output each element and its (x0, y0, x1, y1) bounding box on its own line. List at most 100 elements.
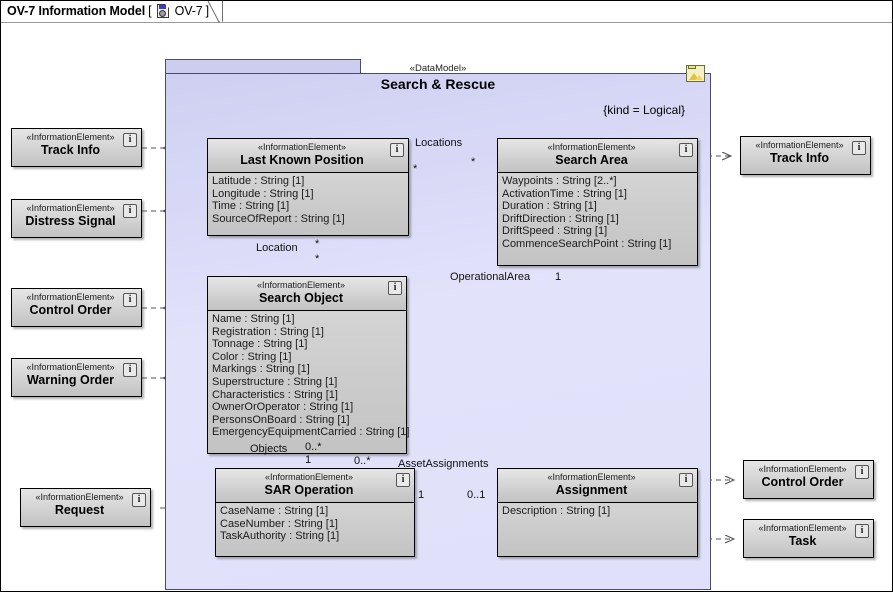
class-header: «InformationElement» Request i (21, 489, 150, 526)
class-stereotype: «InformationElement» (26, 292, 115, 302)
association-label-locations[interactable]: Locations (415, 137, 463, 149)
diagram-document-icon (156, 3, 172, 19)
class-last-known-position[interactable]: «InformationElement» Last Known Position… (207, 138, 409, 236)
class-stereotype: «InformationElement» (755, 140, 844, 150)
class-stereotype: «InformationElement» (758, 523, 847, 533)
class-stereotype: «InformationElement» (26, 132, 115, 142)
attribute: Waypoints : String [2..*] (502, 175, 617, 187)
external-track-info-left[interactable]: «InformationElement» Track Info i (11, 128, 142, 167)
info-icon[interactable]: i (123, 133, 137, 147)
class-stereotype: «InformationElement» (547, 142, 636, 152)
attribute: Time : String [1] (212, 200, 290, 213)
class-header: «InformationElement» Distress Signal i (12, 200, 141, 237)
package-stereotype: «DataModel» (409, 63, 467, 74)
attribute: Name : String [1] (212, 313, 295, 325)
association-label-location[interactable]: Location (256, 242, 298, 254)
attribute: TaskAuthority : String [1] (220, 530, 340, 543)
class-stereotype: «InformationElement» (26, 203, 115, 213)
class-name: Warning Order (26, 373, 115, 387)
external-control-order-left[interactable]: «InformationElement» Control Order i (11, 288, 142, 327)
external-warning-order[interactable]: «InformationElement» Warning Order i (11, 358, 142, 397)
info-icon[interactable]: i (679, 473, 693, 487)
multiplicity-operational-area: 1 (555, 271, 562, 283)
class-header: «InformationElement» Last Known Position… (208, 139, 408, 173)
info-icon[interactable]: i (679, 143, 693, 157)
multiplicity-locations-source: * (413, 163, 418, 175)
package-tagged-value: {kind = Logical} (603, 103, 685, 117)
class-search-area[interactable]: «InformationElement» Search Area i Waypo… (497, 138, 698, 266)
info-icon[interactable]: i (390, 143, 404, 157)
tab-title: OV-7 Information Model (7, 4, 146, 18)
class-name: Track Info (769, 151, 830, 165)
multiplicity-asset-assignments-source: 0..* (354, 455, 371, 467)
multiplicity-objects-target: 1 (305, 454, 312, 466)
class-header: «InformationElement» Control Order i (12, 289, 141, 326)
class-name: Assignment (555, 483, 628, 497)
association-label-objects[interactable]: Objects (250, 443, 288, 455)
external-request[interactable]: «InformationElement» Request i (20, 488, 151, 527)
multiplicity-locations-target: * (471, 156, 476, 168)
info-icon[interactable]: i (132, 493, 146, 507)
info-icon[interactable]: i (123, 204, 137, 218)
attribute: CommenceSearchPoint : String [1] (502, 237, 672, 250)
package-name: Search & Rescue (380, 76, 496, 92)
class-name: Search Area (555, 153, 628, 167)
attribute: DriftDirection : String [1] (502, 212, 619, 225)
class-stereotype: «InformationElement» (758, 464, 847, 474)
association-label-asset-assignments[interactable]: AssetAssignments (398, 458, 489, 470)
tab-ov7-information-model[interactable]: OV-7 Information Model [ OV-7 ] (1, 1, 224, 22)
attribute: ActivationTime : String [1] (502, 187, 627, 200)
attribute: Color : String [1] (212, 350, 292, 363)
info-icon[interactable]: i (388, 281, 402, 295)
class-header: «InformationElement» Search Object i (208, 277, 406, 311)
info-icon[interactable]: i (396, 473, 410, 487)
class-attributes: Waypoints : String [2..*] ActivationTime… (498, 173, 697, 265)
info-icon[interactable]: i (123, 363, 137, 377)
diagram-canvas[interactable]: «DataModel» Search & Rescue {kind = Logi… (1, 23, 892, 591)
multiplicity-asset-assignments-target: 0..1 (467, 489, 486, 501)
info-icon[interactable]: i (855, 465, 869, 479)
class-header: «InformationElement» Assignment i (498, 469, 697, 503)
attribute: Markings : String [1] (212, 363, 310, 376)
external-track-info-right[interactable]: «InformationElement» Track Info i (740, 136, 871, 175)
class-stereotype: «InformationElement» (547, 472, 636, 482)
class-name: Control Order (761, 475, 844, 489)
attribute: DriftSpeed : String [1] (502, 225, 608, 238)
association-label-operational-area[interactable]: OperationalArea (450, 271, 531, 283)
attribute: SourceOfReport : String [1] (212, 212, 345, 225)
class-name: Control Order (29, 303, 112, 317)
info-icon[interactable]: i (855, 524, 869, 538)
class-stereotype: «InformationElement» (257, 142, 347, 152)
attribute: Superstructure : String [1] (212, 375, 338, 388)
class-name: Request (54, 503, 105, 517)
class-header: «InformationElement» Task i (744, 520, 873, 557)
external-control-order-right[interactable]: «InformationElement» Control Order i (743, 460, 874, 499)
attribute: Registration : String [1] (212, 325, 324, 338)
class-search-object[interactable]: «InformationElement» Search Object i Nam… (207, 276, 409, 454)
class-name: Search Object (258, 291, 344, 305)
multiplicity-asset-assignments-near: 1 (418, 489, 425, 501)
external-task[interactable]: «InformationElement» Task i (743, 519, 874, 558)
class-sar-operation[interactable]: «InformationElement» SAR Operation i Cas… (215, 468, 415, 557)
class-attributes: Name : String [1] Registration : String … (208, 311, 409, 453)
multiplicity-location-a: * (315, 238, 320, 250)
package-tab (165, 59, 361, 73)
tab-corner (208, 1, 220, 23)
info-icon[interactable]: i (852, 141, 866, 155)
attribute: Description : String [1] (502, 505, 611, 517)
class-assignment[interactable]: «InformationElement» Assignment i Descri… (497, 468, 698, 557)
attribute: OwnerOrOperator : String [1] (212, 401, 354, 414)
package-folder-icon (686, 65, 705, 82)
class-name: Last Known Position (240, 153, 364, 167)
class-header: «InformationElement» Search Area i (498, 139, 697, 173)
class-name: Task (788, 534, 817, 548)
tab-bracket-close: ] (205, 4, 210, 18)
class-stereotype: «InformationElement» (26, 362, 115, 372)
attribute: Characteristics : String [1] (212, 388, 338, 401)
class-stereotype: «InformationElement» (35, 492, 124, 502)
attribute: CaseName : String [1] (220, 505, 329, 517)
info-icon[interactable]: i (123, 293, 137, 307)
external-distress-signal[interactable]: «InformationElement» Distress Signal i (11, 199, 142, 238)
attribute: Tonnage : String [1] (212, 338, 308, 351)
